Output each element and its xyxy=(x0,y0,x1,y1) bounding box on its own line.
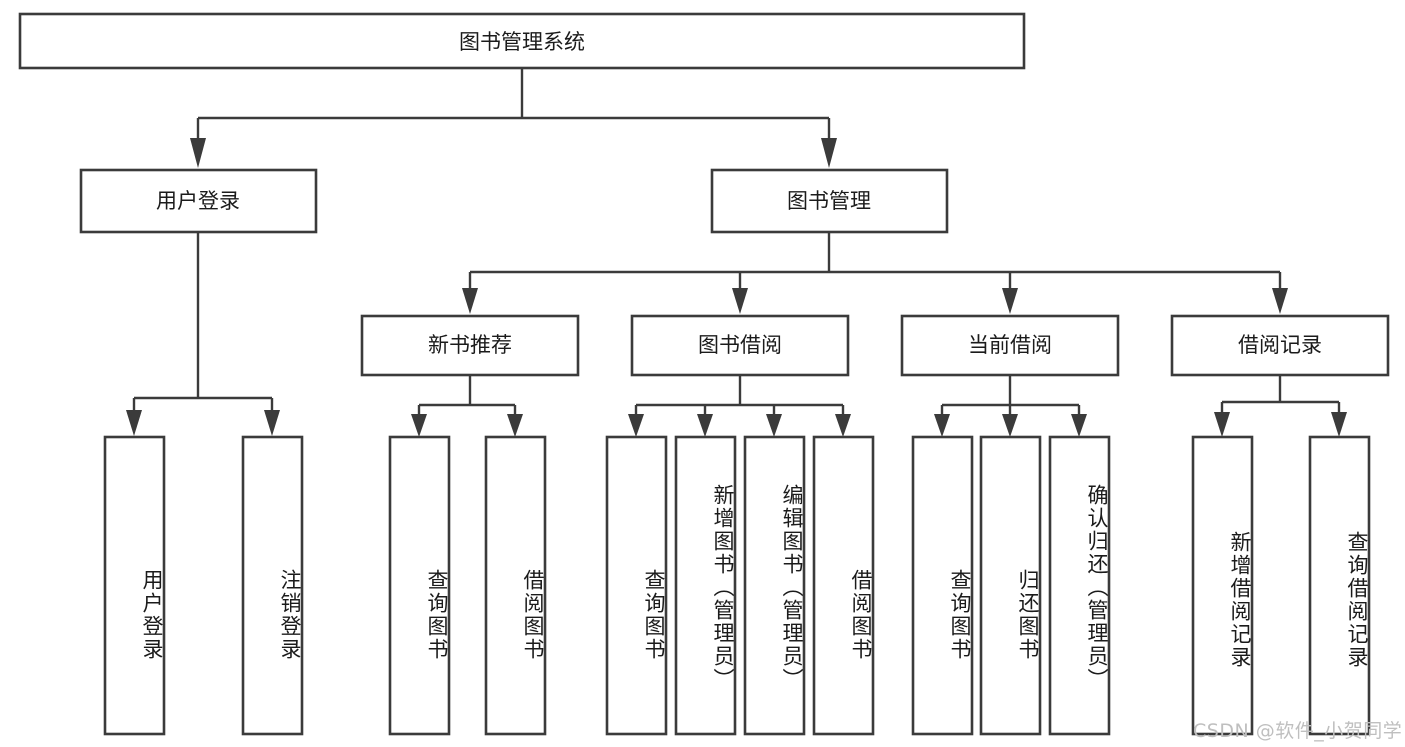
connector-group-new-book-rec xyxy=(411,375,523,437)
arrow-head-br-0 xyxy=(1214,412,1230,437)
node-label-borrow-record: 借阅记录 xyxy=(1238,333,1322,357)
leaf-box-new-book-rec-0[interactable] xyxy=(388,435,451,736)
connector-group-borrow-record xyxy=(1214,375,1347,437)
arrow-head-new-book-rec xyxy=(462,288,478,314)
arrow-head-nbr-0 xyxy=(411,414,427,437)
leaf-box-user-login-0[interactable] xyxy=(103,435,166,736)
leaf-box-borrow-record-1[interactable] xyxy=(1308,435,1371,736)
leaf-box-borrow-record-0[interactable] xyxy=(1191,435,1254,736)
node-label-new-book-rec: 新书推荐 xyxy=(428,333,512,357)
node-label-current-borrow: 当前借阅 xyxy=(968,333,1052,357)
leaf-box-book-borrow-2[interactable] xyxy=(743,435,806,736)
connector-group-current-borrow xyxy=(934,375,1087,437)
connector-group-book-manage xyxy=(462,232,1288,314)
leaf-box-book-borrow-1[interactable] xyxy=(674,435,737,736)
arrow-head-bb-0 xyxy=(628,414,644,437)
node-box-root[interactable] xyxy=(18,12,1026,70)
arrow-head-cb-0 xyxy=(934,414,950,437)
node-box-user-login[interactable] xyxy=(79,168,318,234)
arrow-head-user-login xyxy=(190,138,206,168)
leaf-box-current-borrow-0[interactable] xyxy=(911,435,974,736)
arrow-head-bb-2 xyxy=(766,414,782,437)
arrow-head-bb-1 xyxy=(697,414,713,437)
arrow-head-cb-1 xyxy=(1002,414,1018,437)
leaf-box-new-book-rec-1[interactable] xyxy=(484,435,547,736)
leaf-box-book-borrow-3[interactable] xyxy=(812,435,875,736)
arrow-head-nbr-1 xyxy=(507,414,523,437)
arrow-head-ul-0 xyxy=(126,410,142,436)
csdn-watermark: CSDN @软件_小贺同学 xyxy=(1193,720,1403,742)
leaf-box-current-borrow-1[interactable] xyxy=(979,435,1042,736)
arrow-head-cb-2 xyxy=(1071,414,1087,437)
connector-group-book-borrow xyxy=(628,375,851,437)
node-label-root: 图书管理系统 xyxy=(459,30,585,54)
node-box-borrow-record[interactable] xyxy=(1170,314,1390,377)
node-box-new-book-rec[interactable] xyxy=(360,314,580,377)
connector-group-user-login xyxy=(126,232,280,436)
arrow-head-ul-1 xyxy=(264,410,280,436)
arrow-head-bb-3 xyxy=(835,414,851,437)
leaf-box-current-borrow-2[interactable] xyxy=(1048,435,1111,736)
arrow-head-current-borrow xyxy=(1002,288,1018,314)
connector-group-root xyxy=(190,68,837,168)
leaf-box-user-login-1[interactable] xyxy=(241,435,304,736)
node-box-book-manage[interactable] xyxy=(710,168,949,234)
node-box-book-borrow[interactable] xyxy=(630,314,850,377)
node-label-user-login: 用户登录 xyxy=(156,189,240,213)
arrow-head-borrow-record xyxy=(1272,288,1288,314)
arrow-head-br-1 xyxy=(1331,412,1347,437)
node-label-book-manage: 图书管理 xyxy=(787,189,871,213)
node-box-current-borrow[interactable] xyxy=(900,314,1120,377)
arrow-head-book-borrow xyxy=(732,288,748,314)
node-label-book-borrow: 图书借阅 xyxy=(698,333,782,357)
arrow-head-book-manage xyxy=(821,138,837,168)
leaf-box-book-borrow-0[interactable] xyxy=(605,435,668,736)
